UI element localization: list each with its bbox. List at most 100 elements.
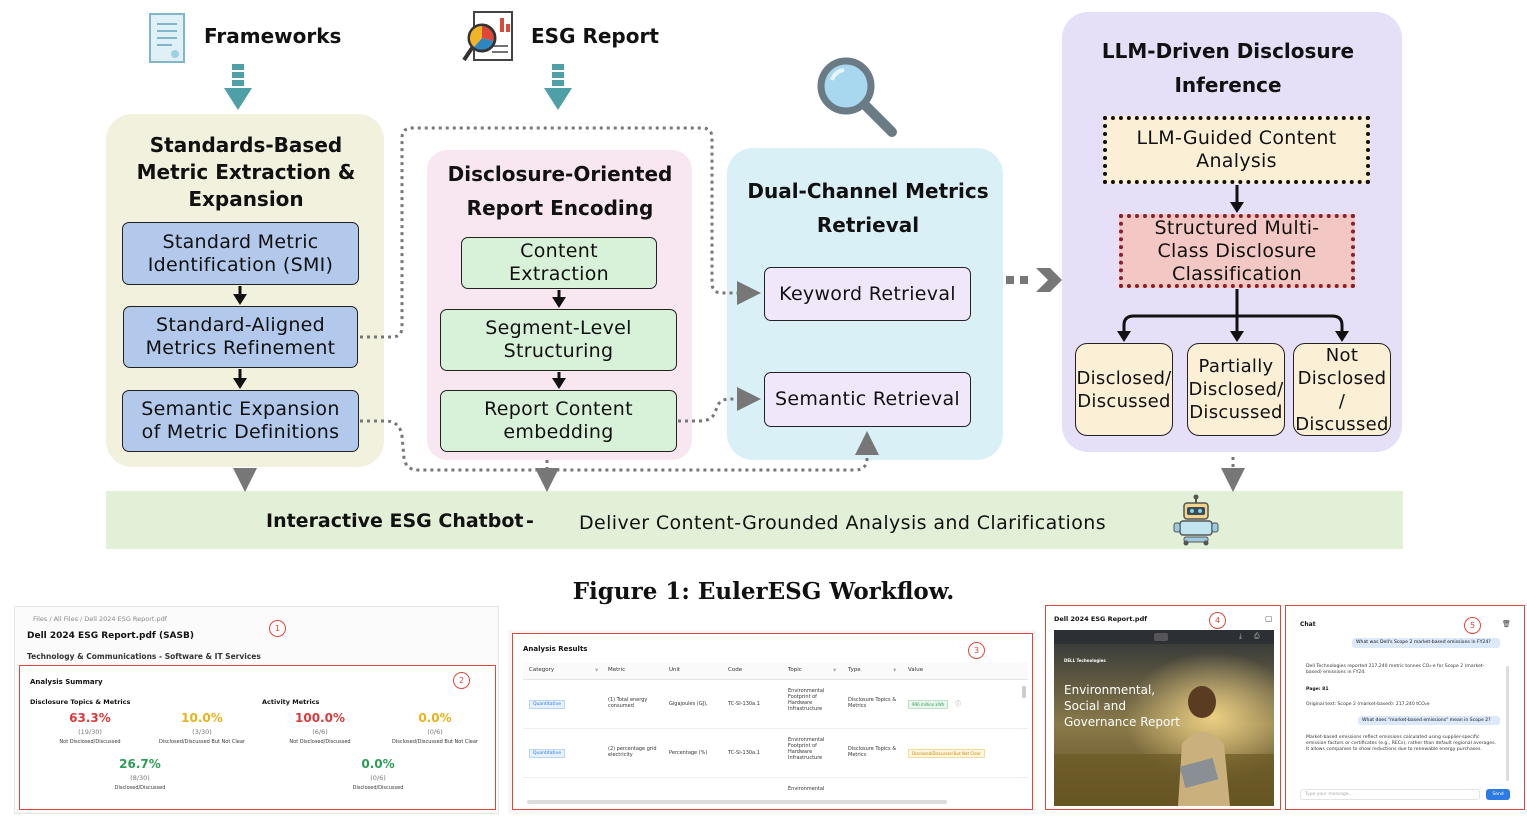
smi-box: Standard Metric Identification (SMI) (122, 222, 359, 285)
filter-icon[interactable]: ▾ (833, 666, 837, 674)
unit-cell: Gigajoules (GJ), (669, 701, 708, 707)
topic-cell: Environmental Footprint of Hardware Infr… (788, 688, 825, 712)
info-icon[interactable]: ⓘ (955, 701, 962, 708)
panel1-title: Standards-Based Metric Extraction & Expa… (136, 133, 356, 211)
stat-label: Not Disclosed/Discussed (59, 739, 121, 745)
chat-scrollbar[interactable] (1506, 666, 1509, 781)
column-header[interactable]: Value (908, 667, 924, 673)
badge-5: 5 (1464, 617, 1481, 634)
report-analysis-icon (462, 11, 513, 62)
column-header[interactable]: Code (728, 667, 743, 673)
horizontal-scrollbar[interactable] (527, 800, 947, 804)
table-row[interactable]: Quantitative (1) Total energy consumed G… (523, 682, 1028, 729)
stat-value: 0.0% (418, 711, 452, 725)
column-header[interactable]: Topic (788, 667, 802, 673)
semantic-expansion-box: Semantic Expansion of Metric Definitions (122, 390, 359, 452)
vertical-scrollbar[interactable] (1022, 686, 1026, 698)
category-tag: Quantitative (529, 749, 565, 758)
column-header[interactable]: Category (529, 667, 555, 673)
stat-count: (6/6) (312, 728, 328, 736)
code-cell: TC-SI-130a.1 (728, 701, 760, 707)
unit-cell: Percentage (%) (669, 750, 708, 756)
llm-analysis-box: LLM-Guided Content Analysis (1103, 116, 1370, 184)
table-row[interactable]: Quantitative (2) percentage grid electri… (523, 731, 1028, 778)
stat-value: 0.0% (361, 757, 395, 771)
workflow-diagram: Frameworks ESG Report Standards-Based Me… (106, 11, 1403, 549)
stat-value: 10.0% (181, 711, 223, 725)
table-row[interactable]: Environmental (523, 780, 1028, 798)
brand-logo: DELL Technologies (1064, 658, 1106, 663)
refinement-box: Standard-Aligned Metrics Refinement (123, 306, 358, 368)
screenshot-chat: Chat 5 🗑 What was Dell's Scope 2 market-… (1285, 605, 1525, 810)
keyword-retrieval-box: Keyword Retrieval (764, 267, 971, 321)
stat-card: 0.0% (0/6) Disclosed/Discussed But Not C… (375, 711, 495, 745)
screenshot-pdf-viewer: Dell 2024 ESG Report.pdf 4 ▢ ⤓ ⎙ DEL (1045, 605, 1281, 810)
analysis-summary-card: 2 Analysis Summary Disclosure Topics & M… (19, 665, 496, 810)
print-icon[interactable]: ⎙ (1254, 632, 1260, 640)
user-message: What does "market-based emissions" mean … (1358, 716, 1500, 725)
content-extraction-box: Content Extraction (461, 237, 657, 289)
send-button[interactable]: Send (1486, 789, 1510, 800)
segment-structuring-box: Segment-Level Structuring (440, 309, 677, 371)
report-embedding-box: Report Content embedding (440, 390, 677, 452)
type-cell: Disclosure Topics & Metrics (848, 746, 897, 758)
column-header[interactable]: Metric (608, 667, 626, 673)
report-subtitle: Technology & Communications - Software &… (27, 652, 261, 661)
stat-label: Disclosed/Discussed But Not Clear (159, 739, 245, 745)
filter-icon[interactable]: ▾ (893, 666, 897, 674)
pdf-toolbar: ⤓ ⎙ (1054, 630, 1274, 644)
source-page: Page: 81 (1306, 687, 1329, 692)
source-text: Original text: Scope 2 (market-based): 2… (1306, 702, 1430, 707)
stat-card: 10.0% (3/30) Disclosed/Discussed But Not… (140, 711, 264, 745)
type-cell: Disclosure Topics & Metrics (848, 697, 897, 709)
pdf-title: Dell 2024 ESG Report.pdf (1054, 615, 1148, 623)
metric-cell: (1) Total energy consumed (608, 697, 648, 709)
column-header[interactable]: Unit (669, 667, 681, 673)
results-title: Analysis Results (523, 645, 588, 653)
group-disclosure-topics: Disclosure Topics & Metrics (30, 698, 131, 706)
pdf-page: ⤓ ⎙ DELL Technologies Environmental, Soc… (1054, 630, 1274, 806)
analysis-results-card: Analysis Results 3 Category ▾ Metric Uni… (512, 633, 1033, 810)
topic-cell: Environmental (788, 786, 825, 792)
chatbot-dash: - (526, 510, 534, 532)
stat-card: 26.7% (8/30) Disclosed/Discussed (80, 757, 200, 791)
cover-photo (1054, 644, 1274, 806)
chat-input[interactable]: Type your message... (1300, 789, 1480, 800)
stat-value: 100.0% (295, 711, 345, 725)
badge-4: 4 (1209, 612, 1226, 629)
table-header: Category ▾ Metric Unit Code Topic ▾ Type… (523, 662, 1028, 680)
panel4-title: LLM-Driven Disclosure Inference (1101, 39, 1355, 97)
download-icon[interactable]: ⤓ (1239, 632, 1243, 640)
summary-title: Analysis Summary (30, 678, 103, 686)
panel3-title: Dual-Channel Metrics Retrieval (747, 179, 989, 237)
stat-card: 0.0% (0/6) Disclosed/Discussed (318, 757, 438, 791)
assistant-message: Market-based emissions reflect emissions… (1306, 735, 1496, 752)
assistant-message: Dell Technologies reported 217,240 metri… (1306, 664, 1485, 675)
stat-count: (8/30) (130, 774, 150, 782)
chatbot-title: Interactive ESG Chatbot (266, 510, 524, 532)
expand-icon[interactable]: ▢ (1265, 614, 1273, 623)
panel2-title: Disclosure-Oriented Report Encoding (447, 162, 673, 220)
cover-title: Environmental, Social and Governance Rep… (1064, 683, 1180, 729)
column-header[interactable]: Type (848, 667, 861, 673)
metric-cell: (2) percentage grid electricity (608, 746, 657, 758)
report-title: Dell 2024 ESG Report.pdf (SASB) (27, 631, 194, 641)
filter-icon[interactable]: ▾ (595, 666, 599, 674)
figure-caption: Figure 1: EulerESG Workflow. (572, 578, 955, 605)
trash-icon[interactable]: 🗑 (1502, 620, 1511, 628)
chatbot-description: Deliver Content-Grounded Analysis and Cl… (579, 512, 1106, 534)
breadcrumb[interactable]: Files / All Files / Dell 2024 ESG Report… (33, 615, 168, 623)
frameworks-label: Frameworks (204, 24, 342, 48)
stat-card: 63.3% (19/30) Not Disclosed/Discussed (30, 711, 150, 745)
page-input[interactable] (1154, 633, 1168, 641)
class-disclosed: Disclosed/ Discussed (1075, 343, 1173, 436)
stat-count: (0/6) (370, 774, 386, 782)
semantic-retrieval-box: Semantic Retrieval (764, 372, 971, 427)
stat-label: Not Disclosed/Discussed (289, 739, 351, 745)
esg-report-label: ESG Report (531, 24, 659, 48)
value-tag: Disclosed/Discussed But Not Clear (908, 749, 985, 758)
stat-label: Disclosed/Discussed But Not Clear (392, 739, 478, 745)
stat-card: 100.0% (6/6) Not Disclosed/Discussed (260, 711, 380, 745)
document-icon (149, 13, 185, 63)
user-message: What was Dell's Scope 2 market-based emi… (1352, 638, 1500, 648)
